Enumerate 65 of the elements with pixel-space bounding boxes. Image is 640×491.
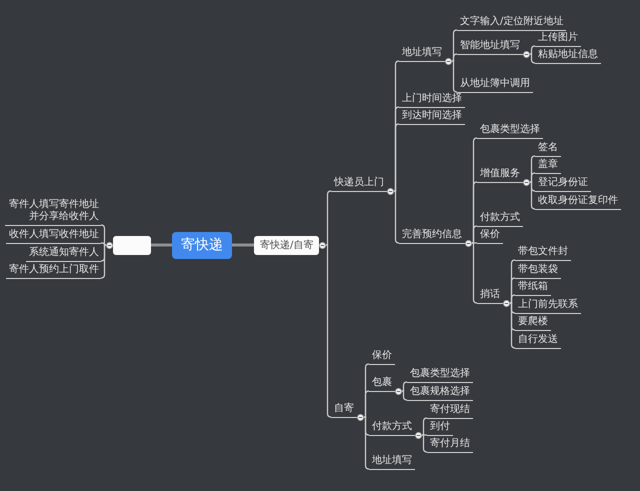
branch-line <box>452 53 458 62</box>
branch-topic: 包裹 <box>369 376 395 392</box>
branch-topic: 保价 <box>477 228 503 244</box>
branch-line <box>530 172 536 183</box>
branch-topic: 地址填写 <box>369 454 415 470</box>
branch-topic: 快递员上门 <box>331 176 387 192</box>
branch-topic: 粘贴地址信息 <box>535 48 601 64</box>
branch-line <box>472 225 478 244</box>
branch-topic: 自寄 <box>331 402 357 418</box>
branch-topic: 地址填写 <box>399 46 445 62</box>
branch-topic: 寄件人填写寄件地址并分享给收件人 <box>5 198 101 226</box>
branch-topic: 捎话 <box>477 288 503 304</box>
branch-topic: 付款方式 <box>369 420 415 436</box>
branch-line <box>530 45 536 55</box>
branch-line <box>100 244 106 279</box>
branch-topic: 收件人填写收件地址 <box>6 228 101 244</box>
branch-line <box>472 242 478 304</box>
branch-topic: 完善预约信息 <box>399 228 465 244</box>
branch-line <box>530 53 536 64</box>
branch-line <box>402 390 408 401</box>
branch-topic: 包裹类型选择 <box>477 124 543 139</box>
branch-line <box>364 390 370 418</box>
branch-topic: 包裹类型选择 <box>407 368 473 383</box>
branch-line <box>151 244 172 246</box>
branch-topic: 盖章 <box>535 158 561 174</box>
topic-box: 寄快递/自寄 <box>254 236 320 254</box>
branch-topic: 包裹规格选择 <box>407 386 473 401</box>
branch-topic: 带纸箱 <box>515 280 551 296</box>
branch-topic: 收取身份证复印件 <box>535 194 621 210</box>
branch-topic: 从地址簿中调用 <box>457 78 533 93</box>
branch-line <box>452 60 458 93</box>
branch-topic: 文字输入/定位附近地址 <box>457 16 566 31</box>
branch-line <box>402 381 408 392</box>
branch-line <box>422 434 428 453</box>
branch-line <box>510 302 516 349</box>
branch-topic: 上门时间选择 <box>399 92 465 108</box>
branch-line <box>364 416 370 470</box>
branch-topic: 登记身份证 <box>535 176 591 192</box>
branch-topic: 到付 <box>427 420 453 436</box>
branch-topic: 要爬楼 <box>515 316 551 331</box>
branch-line <box>530 181 536 210</box>
branch-line <box>232 244 254 246</box>
branch-topic: 寄件人预约上门取件 <box>6 264 101 279</box>
branch-topic: 增值服务 <box>477 168 523 183</box>
central-topic: 寄快递 <box>172 232 232 258</box>
branch-topic: 智能地址填写 <box>457 40 523 55</box>
branch-line <box>394 190 400 244</box>
branch-topic: 寄付现结 <box>427 404 473 419</box>
branch-topic: 上门前先联系 <box>515 298 581 314</box>
branch-line <box>326 190 332 246</box>
branch-line <box>394 123 400 192</box>
branch-line <box>326 244 332 418</box>
branch-topic: 寄付月结 <box>427 438 473 453</box>
branch-topic: 付款方式 <box>477 212 523 227</box>
branch-topic: 上传图片 <box>535 32 581 47</box>
branch-topic: 带包文件封 <box>515 246 571 261</box>
branch-topic: 系统通知寄件人 <box>26 246 101 262</box>
branch-line <box>100 224 106 246</box>
branch-topic: 保价 <box>369 350 395 365</box>
branch-topic: 带包装袋 <box>515 264 561 279</box>
branch-line <box>422 417 428 436</box>
branch-topic: 到达时间选择 <box>399 110 465 125</box>
branch-line <box>510 294 516 304</box>
branch-topic: 自行发送 <box>515 334 561 349</box>
branch-topic: 签名 <box>535 142 561 157</box>
